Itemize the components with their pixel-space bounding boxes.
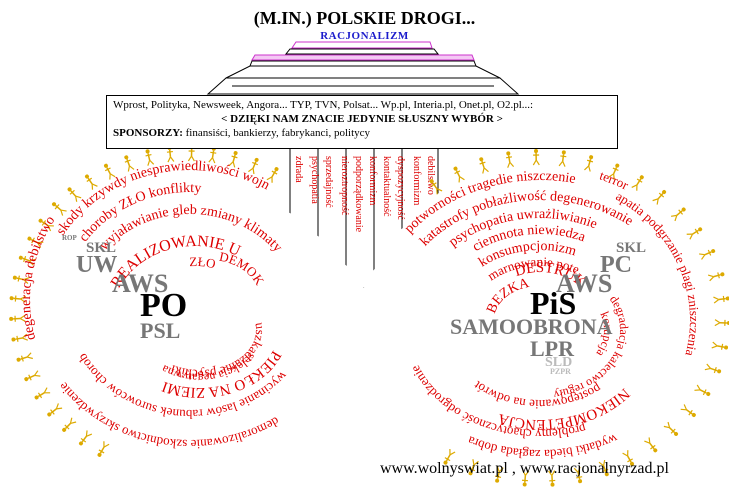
person-figure [558,150,567,167]
page-title: (M.IN.) POLSKIE DROGI... [253,8,476,28]
pillar-word: psychopatia [309,156,320,204]
person-figure [97,441,110,457]
media-list: Wprost, Polityka, Newsweek, Angora... TY… [113,99,534,111]
person-figure [78,430,93,446]
person-figure [34,387,51,400]
person-figure [9,295,27,303]
person-figure [644,437,658,453]
party-pzpr: PZPR [550,367,571,376]
person-figure [429,179,443,195]
pillar-word: dyspozycyjność [395,156,406,220]
party-sld: SLD [545,355,572,370]
party-rop: ROP [62,234,78,242]
person-figure [584,155,594,172]
person-figure [12,275,30,284]
party-aws: AWS [112,269,168,298]
party-psl: PSL [140,318,180,343]
person-figure [652,190,667,205]
person-figure [67,187,82,202]
person-figure [27,236,44,248]
media-box: Wprost, Polityka, Newsweek, Angora... TY… [106,95,618,149]
pillar-word: nieroztropność [339,156,350,216]
person-figure [52,202,67,216]
person-figure [103,163,116,180]
footer-links[interactable]: www.wolnyswiat.pl , www.racjonalnyrzad.p… [380,460,669,477]
person-figure [548,470,556,487]
person-figure [686,227,703,240]
party-pis: PiS [530,285,576,321]
pillar-word: debilstwo [425,156,436,195]
party-uw: UW [76,252,117,278]
person-figure [11,333,29,342]
person-figure [124,155,135,172]
person-figure [699,249,716,260]
party-po: PO [140,287,187,324]
infinity-outline [31,158,702,457]
person-figure [707,272,725,282]
person-figure [248,157,259,175]
pillar-word: konformizm [411,156,422,206]
person-figure [631,175,644,191]
person-figure [266,167,279,183]
sponsors-text: finansiści, bankierzy, fabrykanci, polit… [182,127,371,139]
person-figure [598,459,609,477]
sponsors-line: SPONSORZY: finansiści, bankierzy, fabryk… [113,126,611,140]
figures-ring [9,145,729,487]
party-lpr: LPR [530,336,575,361]
person-figure [47,403,63,417]
person-figure [608,163,620,180]
person-figure [713,295,729,304]
person-figure [443,448,456,465]
pillar-word: zdrada [293,156,304,183]
person-figure [670,207,686,222]
pillar-word: konformizm [367,156,378,206]
pillar-word: sprzedajność [323,156,334,208]
person-figure [145,149,155,166]
party-pc: PC [600,252,632,278]
person-figure [694,384,711,396]
person-figure [453,166,465,183]
loop-word: ZŁO [189,254,217,271]
pillar-word: podporządkowanie [353,156,364,233]
person-figure [16,352,33,362]
party-skl: SKL [616,240,646,256]
sponsors-label: SPONSORZY: [113,127,183,139]
person-figure [18,255,36,266]
person-figure [505,151,515,168]
person-figure [663,421,679,436]
person-figure [479,157,489,174]
party-samoobrona: SAMOOBRONA [450,314,613,339]
person-figure [9,314,26,322]
person-figure [84,174,98,190]
party-skl: SKL [86,240,116,256]
person-figure [714,319,729,327]
person-figure [468,459,479,476]
pedestal [206,41,520,95]
person-figure [573,466,583,484]
person-figure [521,469,530,487]
person-figure [228,151,238,168]
person-figure [24,370,41,382]
party-aws: AWS [556,269,612,298]
person-figure [622,450,635,466]
person-figure [680,404,696,418]
pillar-word: kontaktualność [381,156,392,217]
thanks-line: < DZIĘKI NAM ZNACIE JEDYNIE SŁUSZNY WYBÓ… [221,113,503,125]
person-figure [38,218,54,232]
person-figure [532,149,540,166]
person-figure [495,466,504,483]
person-figure [62,417,77,432]
racjonalizm-label: RACJONALIZM [320,30,409,42]
person-figure [711,341,729,350]
person-figure [704,363,722,374]
